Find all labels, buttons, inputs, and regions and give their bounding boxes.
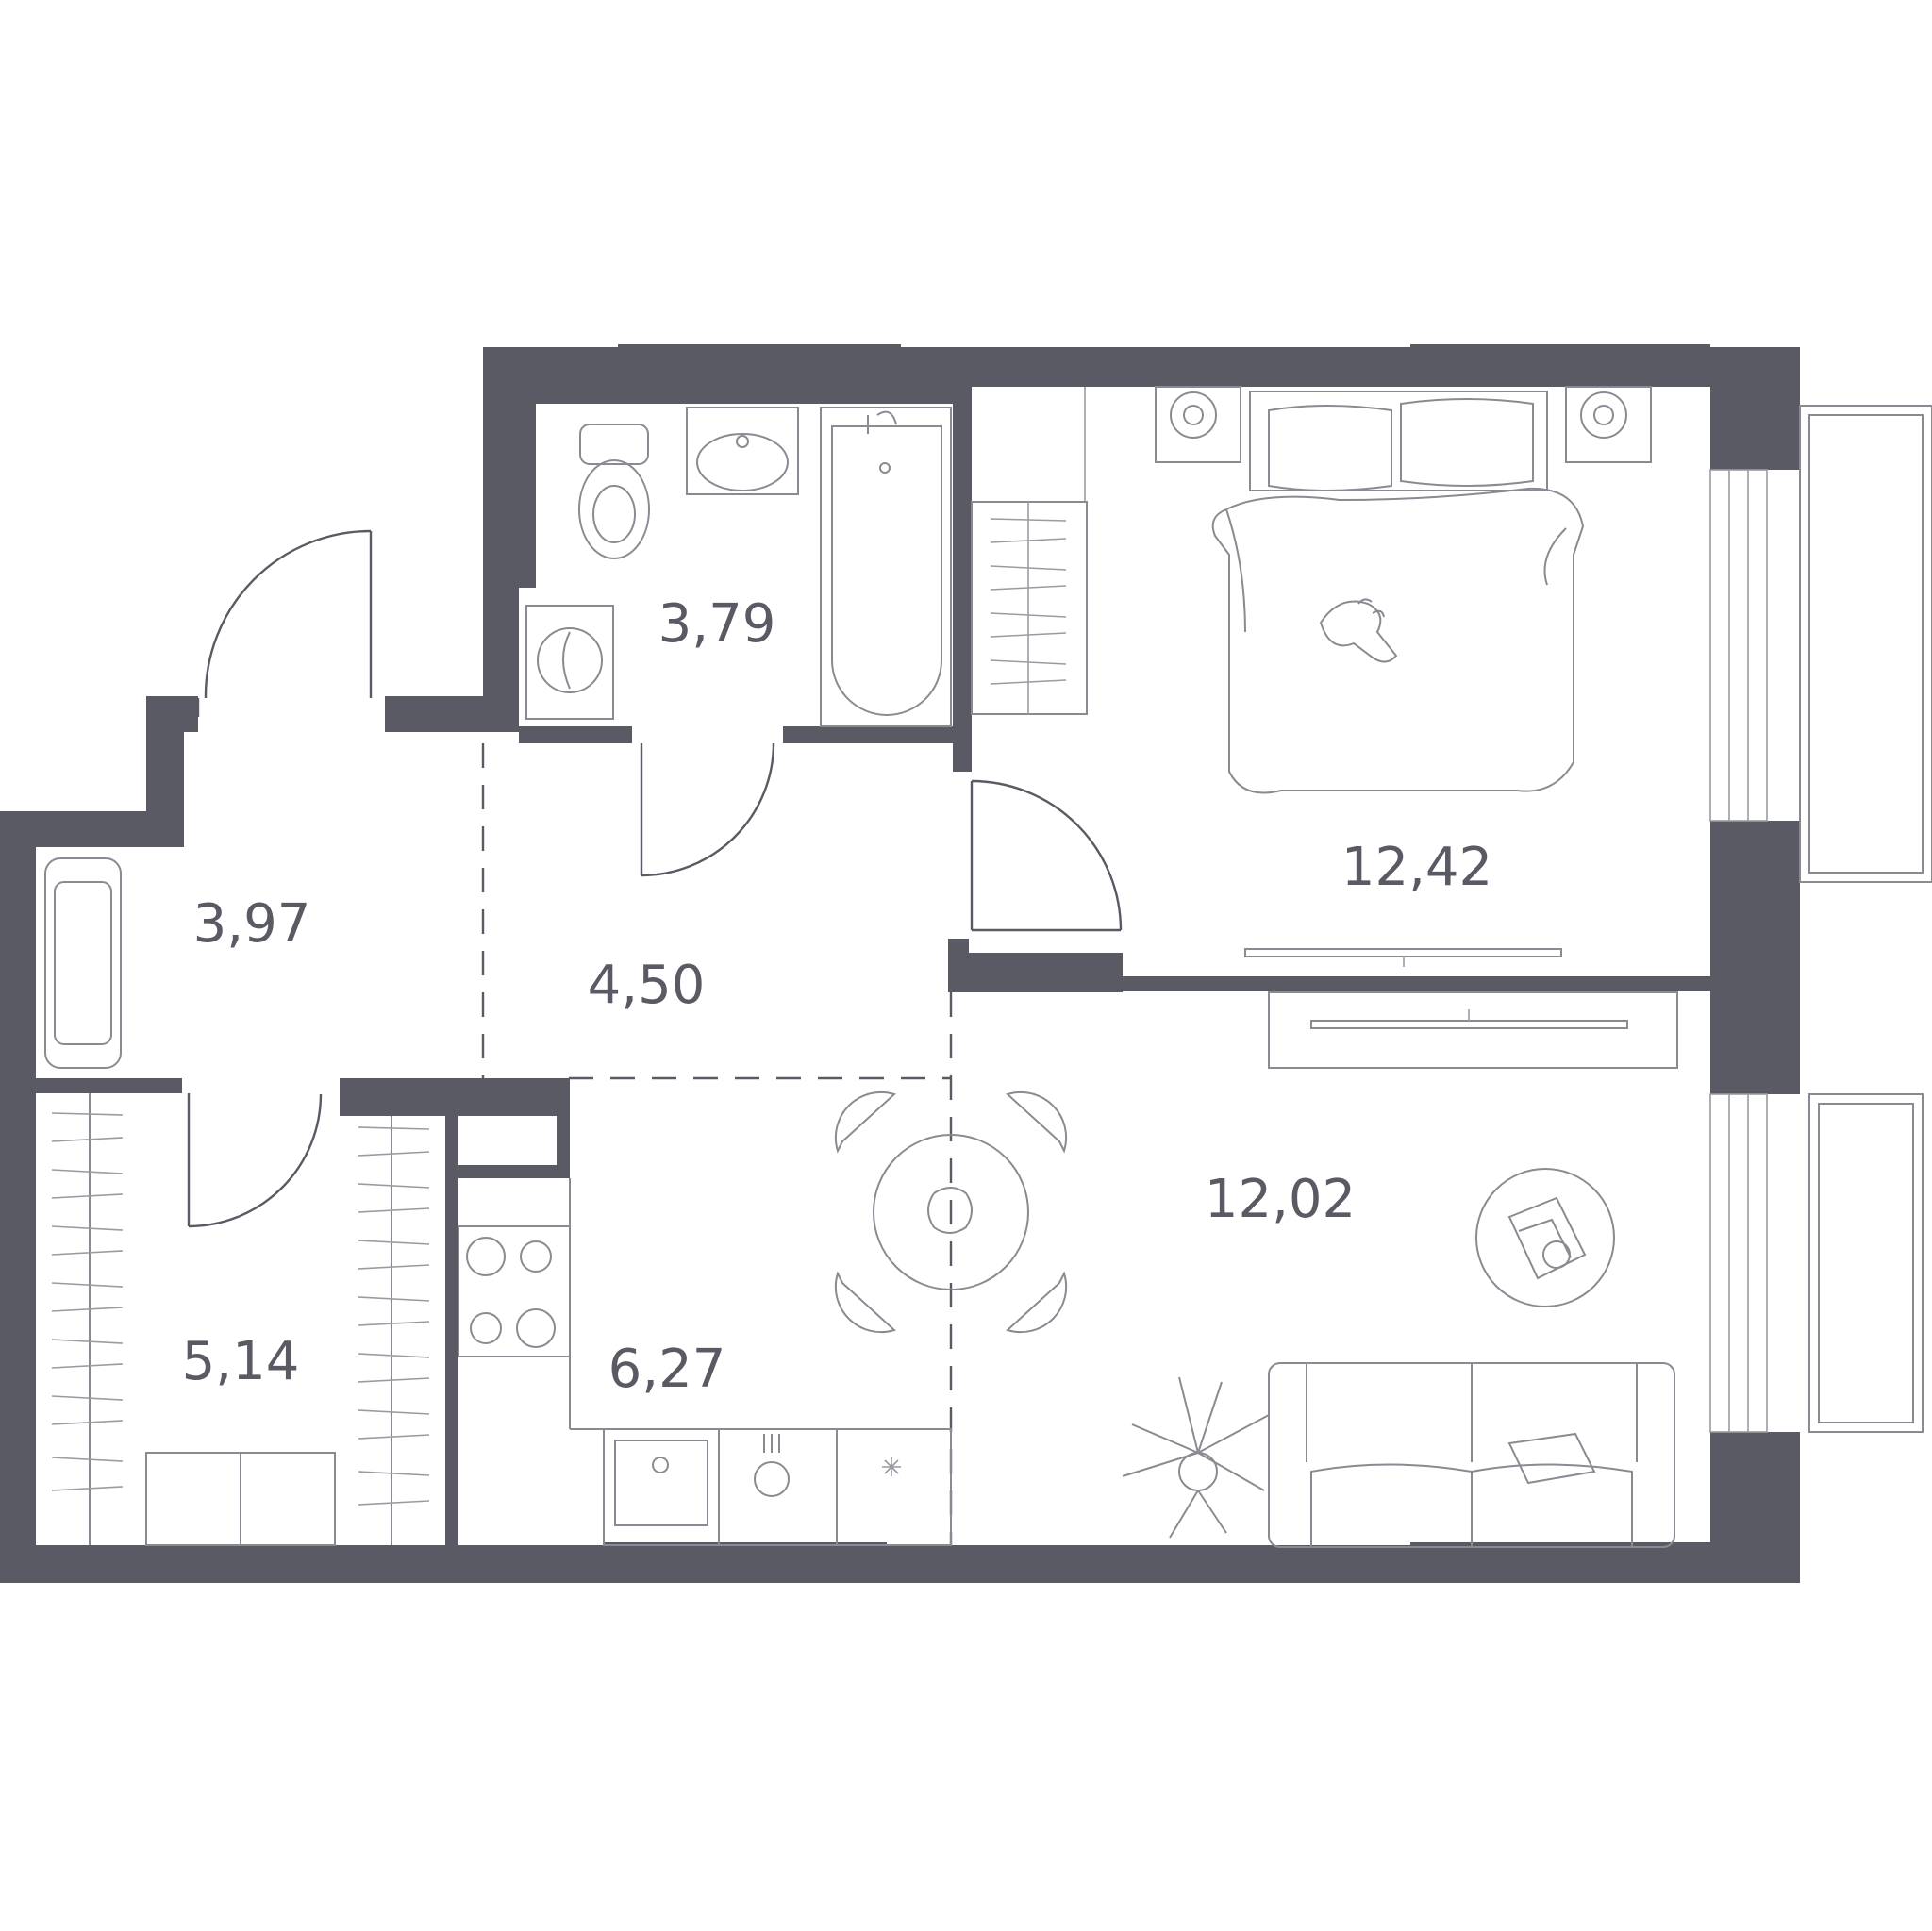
door-swing-icon xyxy=(187,529,1123,1228)
toilet-icon xyxy=(578,424,650,559)
tv-icon xyxy=(1268,991,1678,1069)
walls xyxy=(0,344,1800,1583)
area-kitchen: 6,27 xyxy=(608,1339,726,1400)
chair-icon xyxy=(834,1090,1068,1334)
wardrobe-icon xyxy=(89,1093,392,1546)
balcony-icon xyxy=(1799,405,1932,1433)
area-wardrobe: 5,14 xyxy=(182,1331,300,1392)
dishwasher-icon xyxy=(718,1428,838,1546)
sink-icon xyxy=(686,407,799,495)
area-hall: 3,97 xyxy=(193,893,311,955)
window-icon xyxy=(1709,469,1768,1433)
tv-icon xyxy=(1244,948,1562,967)
wardrobe-hangers xyxy=(990,518,1067,685)
dining-table-icon xyxy=(873,1134,1029,1290)
kitchen-sink-icon xyxy=(603,1428,720,1546)
coffee-table-icon xyxy=(1475,1168,1615,1307)
zone-boundaries xyxy=(481,743,953,1545)
nightstand-lamp-icon xyxy=(1155,386,1652,463)
area-bathroom: 3,79 xyxy=(658,593,776,655)
area-corridor: 4,50 xyxy=(588,955,706,1016)
washing-machine-icon xyxy=(525,605,614,720)
bed-icon xyxy=(1211,391,1585,794)
wardrobe-icon xyxy=(971,387,1088,715)
wardrobe-hangers xyxy=(51,1112,430,1506)
bathtub-icon xyxy=(820,407,952,727)
fridge-icon xyxy=(836,1428,952,1546)
sofa-icon xyxy=(1268,1362,1675,1548)
plant-icon xyxy=(1122,1376,1270,1539)
area-bedroom: 12,42 xyxy=(1341,837,1492,898)
area-labels: 3,79 3,97 4,50 12,42 12,02 5,14 6,27 xyxy=(182,593,1493,1400)
bench-icon xyxy=(44,857,122,1069)
area-living: 12,02 xyxy=(1205,1169,1356,1230)
stove-icon xyxy=(458,1225,571,1357)
